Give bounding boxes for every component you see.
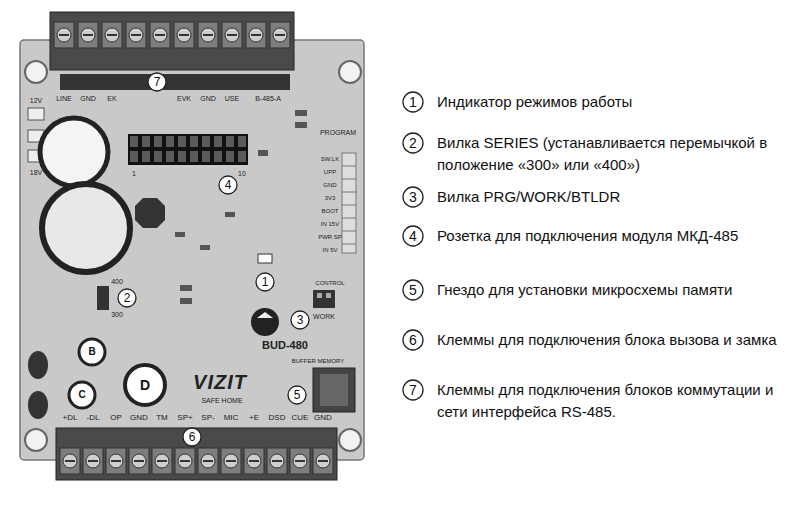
- callout-description: Розетка для подключения модуля МКД-485: [437, 225, 787, 247]
- callout-circle: 4: [218, 175, 238, 195]
- component-mark: B: [88, 347, 95, 357]
- callout-description: Гнездо для установки микросхемы памяти: [437, 279, 787, 301]
- pin-name: IN 5V: [322, 247, 337, 253]
- pin-name: LINE: [56, 95, 72, 102]
- pin-name: CONTROL: [315, 280, 344, 286]
- pin-name: GND: [314, 414, 332, 422]
- callout-number: 7: [409, 383, 417, 397]
- pin-name: SW.LK: [321, 156, 339, 162]
- pin-name: +E: [249, 414, 259, 422]
- pin-name: OP: [110, 414, 122, 422]
- callout-number: 2: [409, 136, 417, 150]
- callout-circle: 7: [402, 379, 424, 401]
- silkscreen-label: 12V: [30, 97, 42, 104]
- callout-number: 3: [409, 190, 417, 204]
- brand-slogan: SAFE HOME: [201, 397, 242, 404]
- pin-name: MIC: [224, 414, 239, 422]
- callout-circle: 3: [290, 310, 310, 330]
- callout-number: 4: [225, 179, 232, 191]
- pin-name: SP-: [201, 414, 214, 422]
- pin-name: GND: [200, 95, 216, 102]
- pin-name: GND: [80, 95, 96, 102]
- pin-name: TM: [156, 414, 168, 422]
- callout-circle: 5: [402, 279, 424, 301]
- jumper-position: WORK: [313, 313, 335, 320]
- callout-number: 5: [294, 389, 301, 401]
- callout-circle: 2: [117, 288, 137, 308]
- pin-name: CUE: [292, 414, 309, 422]
- callout-circle: 4: [402, 225, 424, 247]
- jumper-position: 300: [111, 311, 123, 318]
- callout-number: 5: [409, 283, 417, 297]
- callout-number: 2: [124, 292, 131, 304]
- component-mark: C: [78, 390, 85, 400]
- callout-number: 1: [262, 276, 269, 288]
- silkscreen-label: 18V: [30, 169, 42, 176]
- pin-name: GND: [323, 182, 336, 188]
- callout-number: 6: [189, 431, 196, 443]
- pin-name: PWR SP: [318, 234, 342, 240]
- pin-name: B-485-A: [255, 95, 281, 102]
- pin-name: BOOT: [321, 208, 338, 214]
- callout-circle: 2: [402, 132, 424, 154]
- callout-number: 4: [409, 229, 417, 243]
- board-model: BUD-480: [262, 340, 308, 351]
- callout-description: Вилка SERIES (устанавливается перемычкой…: [437, 132, 787, 176]
- pin-name: GND: [130, 414, 148, 422]
- callout-circle: 1: [402, 91, 424, 113]
- component-mark: D: [140, 378, 150, 392]
- pin-number: 1: [132, 170, 136, 177]
- callout-number: 3: [297, 314, 304, 326]
- jumper-position: 400: [111, 278, 123, 285]
- pin-name: +DL: [63, 414, 78, 422]
- callout-description: Вилка PRG/WORK/BTLDR: [437, 186, 787, 208]
- pin-name: EK: [107, 95, 116, 102]
- pin-name: EVK: [177, 95, 191, 102]
- callout-description: Индикатор режимов работы: [437, 91, 787, 113]
- callout-number: 6: [409, 333, 417, 347]
- callout-number: 1: [409, 95, 417, 109]
- pin-name: IN 15V: [321, 221, 339, 227]
- pin-name: -DL: [87, 414, 100, 422]
- pin-number: 10: [238, 170, 246, 177]
- callout-description: Клеммы для подключения блока вызова и за…: [437, 329, 787, 351]
- silkscreen-label: PROGRAM: [320, 129, 356, 136]
- pin-name: 3V3: [325, 195, 336, 201]
- callout-circle: 7: [147, 72, 167, 92]
- brand-logo: VIZIT: [193, 372, 247, 392]
- pin-name: UPP: [324, 169, 336, 175]
- silkscreen-label: BUFFER MEMORY: [292, 358, 345, 364]
- callout-circle: 5: [287, 385, 307, 405]
- pin-name: SP+: [177, 414, 192, 422]
- callout-circle: 6: [402, 329, 424, 351]
- callout-description: Клеммы для подключения блоков коммутации…: [437, 379, 787, 423]
- callout-circle: 1: [255, 272, 275, 292]
- callout-circle: 3: [402, 186, 424, 208]
- pin-name: DSD: [269, 414, 286, 422]
- pin-name: USE: [225, 95, 239, 102]
- callout-circle: 6: [182, 427, 202, 447]
- callout-number: 7: [154, 76, 161, 88]
